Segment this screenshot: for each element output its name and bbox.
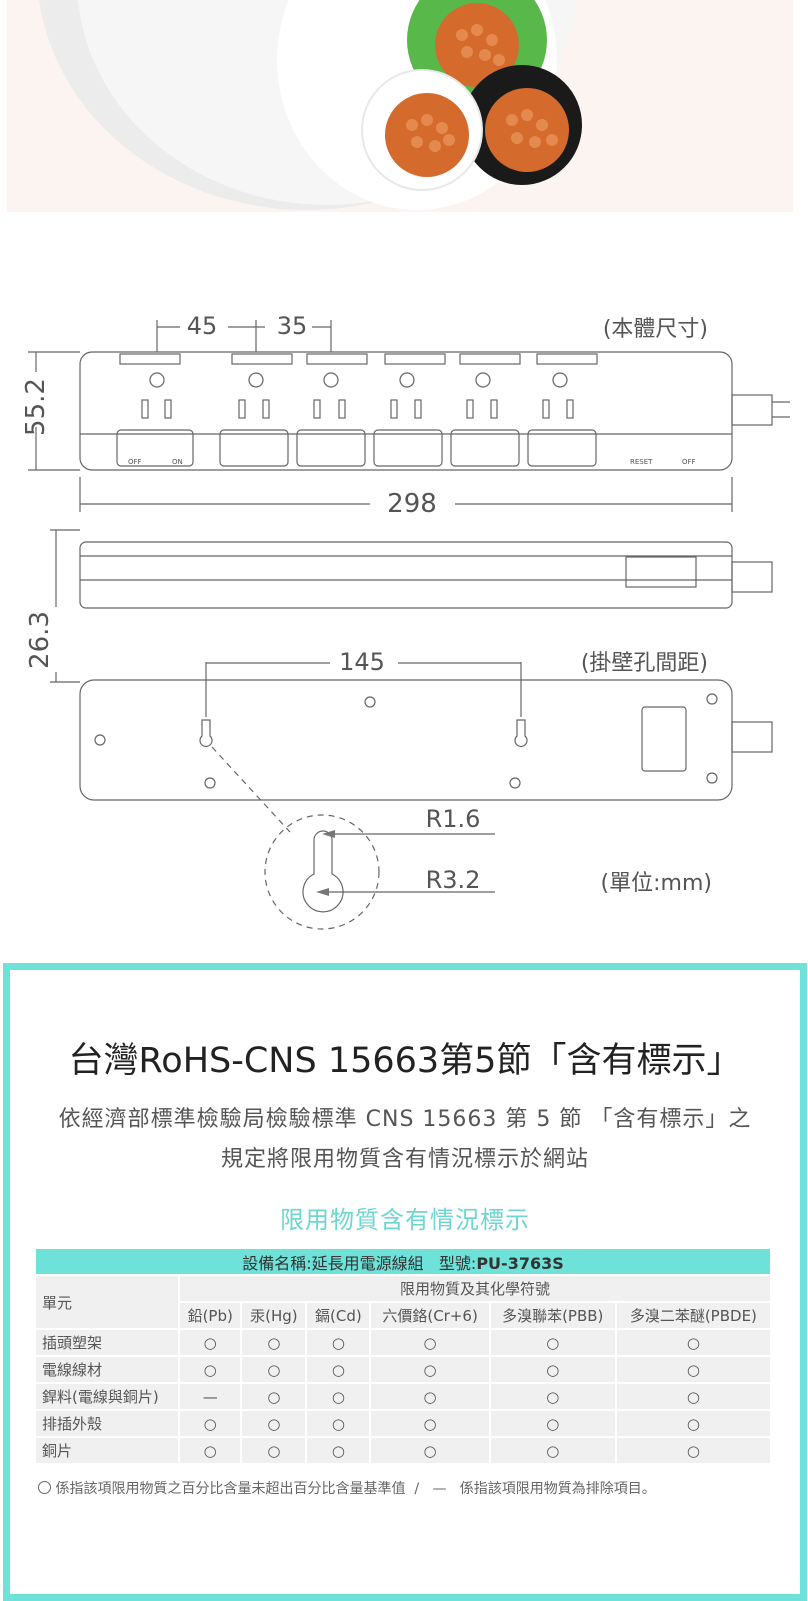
unit-header: 單元 xyxy=(36,1276,178,1328)
note-dash-text: 係指該項限用物質為排除項目。 xyxy=(459,1481,656,1497)
mark-cell: ○ xyxy=(307,1438,370,1463)
circle-symbol-icon xyxy=(38,1481,51,1494)
mark-cell: ○ xyxy=(616,1438,770,1463)
mark-cell: ○ xyxy=(371,1330,489,1355)
mark-cell: ○ xyxy=(371,1384,489,1409)
unit-note: (單位:mm) xyxy=(601,871,712,896)
mark-cell: ○ xyxy=(490,1384,615,1409)
note-separator: / xyxy=(414,1481,420,1497)
width-label: 298 xyxy=(387,489,437,519)
mark-cell: ○ xyxy=(490,1438,615,1463)
spacing-a-label: 45 xyxy=(187,312,218,340)
column-header: 六價鉻(Cr+6) xyxy=(371,1303,489,1328)
switch-on-label: ON xyxy=(172,458,183,466)
column-header: 鎘(Cd) xyxy=(307,1303,370,1328)
dimension-drawings: 45 35 (本體尺寸) 298 55.2 26.3 145 (掛壁孔間距) R… xyxy=(0,212,808,957)
mark-cell: ○ xyxy=(307,1330,370,1355)
device-name: 設備名稱:延長用電源線組 xyxy=(242,1253,424,1273)
unit-cell: 插頭塑架 xyxy=(36,1330,178,1355)
outlet-covers xyxy=(119,353,598,365)
table-header: 設備名稱:延長用電源線組 型號:PU-3763S xyxy=(36,1249,770,1274)
mark-cell: ○ xyxy=(180,1357,241,1382)
mark-cell: ○ xyxy=(616,1384,770,1409)
mark-cell: ○ xyxy=(242,1438,306,1463)
mark-cell: ○ xyxy=(371,1357,489,1382)
table-note: 係指該項限用物質之百分比含量未超出百分比含量基準值 / — 係指該項限用物質為排… xyxy=(38,1478,656,1498)
column-header: 鉛(Pb) xyxy=(180,1303,241,1328)
rohs-title: 台灣RoHS-CNS 15663第5節「含有標示」 xyxy=(68,1041,742,1081)
mark-cell: ○ xyxy=(616,1330,770,1355)
body-size-note: (本體尺寸) xyxy=(603,317,708,342)
mark-cell: ○ xyxy=(371,1438,489,1463)
mark-cell: ○ xyxy=(180,1411,241,1436)
table-row: 銲料(電線與銅片)—○○○○○ xyxy=(36,1384,770,1409)
mark-cell: ○ xyxy=(307,1384,370,1409)
mark-cell: ○ xyxy=(616,1357,770,1382)
unit-cell: 銲料(電線與銅片) xyxy=(36,1384,178,1409)
mark-cell: ○ xyxy=(307,1411,370,1436)
mark-cell: ○ xyxy=(242,1357,306,1382)
column-header: 多溴二苯醚(PBDE) xyxy=(616,1303,770,1328)
reset-label: RESET xyxy=(630,458,653,466)
mark-cell: ○ xyxy=(616,1411,770,1436)
note-circle-text: 係指該項限用物質之百分比含量未超出百分比含量基準值 xyxy=(55,1481,406,1497)
column-header: 汞(Hg) xyxy=(242,1303,306,1328)
table-row: 電線線材○○○○○○ xyxy=(36,1357,770,1382)
hole-spacing-note: (掛壁孔間距) xyxy=(581,651,708,676)
mark-cell: ○ xyxy=(180,1330,241,1355)
rohs-table: 設備名稱:延長用電源線組 型號:PU-3763S 單元 限用物質及其化學符號 鉛… xyxy=(34,1247,772,1465)
dash-symbol: — xyxy=(432,1481,447,1497)
table-row: 插頭塑架○○○○○○ xyxy=(36,1330,770,1355)
hole-spacing-label: 145 xyxy=(339,648,385,676)
mark-cell: ○ xyxy=(307,1357,370,1382)
mark-cell: ○ xyxy=(242,1384,306,1409)
table-row: 銅片○○○○○○ xyxy=(36,1438,770,1463)
group-header: 限用物質及其化學符號 xyxy=(180,1276,770,1301)
rohs-panel: 台灣RoHS-CNS 15663第5節「含有標示」 依經濟部標準檢驗局檢驗標準 … xyxy=(3,963,807,1601)
mark-cell: ○ xyxy=(242,1411,306,1436)
mark-cell: ○ xyxy=(371,1411,489,1436)
unit-cell: 電線線材 xyxy=(36,1357,178,1382)
mark-cell: ○ xyxy=(490,1411,615,1436)
off-label: OFF xyxy=(682,458,696,466)
unit-cell: 銅片 xyxy=(36,1438,178,1463)
rohs-description: 依經濟部標準檢驗局檢驗標準 CNS 15663 第 5 節 「含有標示」之規定將… xyxy=(58,1107,752,1172)
rohs-subtitle: 限用物質含有情況標示 xyxy=(280,1206,530,1234)
radius-small-label: R1.6 xyxy=(426,805,481,833)
depth-label: 26.3 xyxy=(25,611,55,669)
switch-off-label: OFF xyxy=(128,458,142,466)
mark-cell: ○ xyxy=(490,1330,615,1355)
spacing-b-label: 35 xyxy=(277,312,308,340)
mark-cell: ○ xyxy=(242,1330,306,1355)
column-header: 多溴聯苯(PBB) xyxy=(490,1303,615,1328)
model-label: 型號: xyxy=(438,1253,477,1273)
model-number: PU-3763S xyxy=(476,1253,564,1273)
mark-cell: — xyxy=(180,1384,241,1409)
mark-cell: ○ xyxy=(180,1438,241,1463)
radius-large-label: R3.2 xyxy=(426,866,481,894)
cable-cross-section-image xyxy=(7,0,793,212)
height-label: 55.2 xyxy=(21,378,51,436)
table-row: 排插外殼○○○○○○ xyxy=(36,1411,770,1436)
unit-cell: 排插外殼 xyxy=(36,1411,178,1436)
mark-cell: ○ xyxy=(490,1357,615,1382)
